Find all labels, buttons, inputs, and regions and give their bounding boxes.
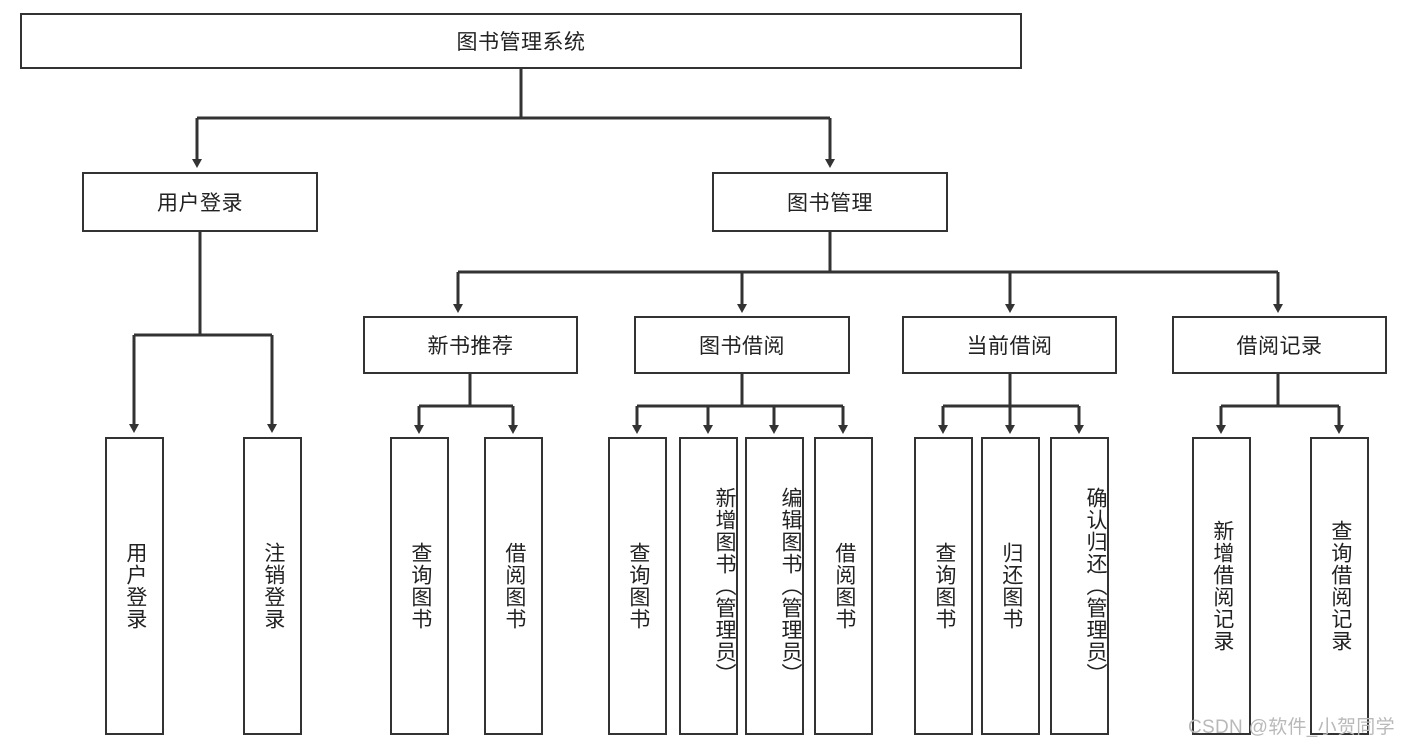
leaf-add-borrow-record[interactable]: 新增借阅记录 xyxy=(1192,437,1251,735)
node-root[interactable]: 图书管理系统 xyxy=(20,13,1022,69)
leaf-borrow-book-label: 借阅图书 xyxy=(832,542,856,630)
leaf-borrow-book[interactable]: 借阅图书 xyxy=(814,437,873,735)
leaf-query-book-current-label: 查询图书 xyxy=(932,542,956,630)
node-book-borrow-label: 图书借阅 xyxy=(699,335,785,358)
leaf-add-book-admin-label: 新增图书（管理员） xyxy=(713,487,736,685)
node-root-label: 图书管理系统 xyxy=(456,31,586,54)
node-borrow-record[interactable]: 借阅记录 xyxy=(1172,316,1387,374)
leaf-borrow-book-recommend[interactable]: 借阅图书 xyxy=(484,437,543,735)
leaf-return-book-label: 归还图书 xyxy=(999,542,1023,630)
leaf-return-book[interactable]: 归还图书 xyxy=(981,437,1040,735)
node-current-borrow-label: 当前借阅 xyxy=(966,335,1053,358)
leaf-logout[interactable]: 注销登录 xyxy=(243,437,302,735)
node-book-management[interactable]: 图书管理 xyxy=(712,172,948,232)
leaf-user-login-label: 用户登录 xyxy=(123,542,147,630)
leaf-query-book-recommend-label: 查询图书 xyxy=(408,542,432,630)
leaf-borrow-book-recommend-label: 借阅图书 xyxy=(502,542,526,630)
leaf-query-borrow-record[interactable]: 查询借阅记录 xyxy=(1310,437,1369,735)
leaf-add-book-admin[interactable]: 新增图书（管理员） xyxy=(679,437,738,735)
node-user-login[interactable]: 用户登录 xyxy=(82,172,318,232)
leaf-query-borrow-record-label: 查询借阅记录 xyxy=(1328,520,1352,652)
leaf-confirm-return-admin-label: 确认归还（管理员） xyxy=(1084,487,1107,685)
leaf-logout-label: 注销登录 xyxy=(261,542,285,630)
node-user-login-label: 用户登录 xyxy=(157,192,243,215)
node-book-management-label: 图书管理 xyxy=(787,192,873,215)
leaf-confirm-return-admin[interactable]: 确认归还（管理员） xyxy=(1050,437,1109,735)
leaf-query-book-recommend[interactable]: 查询图书 xyxy=(390,437,449,735)
watermark: CSDN @软件_小贺同学 xyxy=(1188,717,1395,738)
leaf-query-book-borrow[interactable]: 查询图书 xyxy=(608,437,667,735)
node-new-book-recommend-label: 新书推荐 xyxy=(427,335,514,358)
node-borrow-record-label: 借阅记录 xyxy=(1236,335,1323,358)
node-new-book-recommend[interactable]: 新书推荐 xyxy=(363,316,578,374)
leaf-user-login[interactable]: 用户登录 xyxy=(105,437,164,735)
node-book-borrow[interactable]: 图书借阅 xyxy=(634,316,850,374)
leaf-edit-book-admin-label: 编辑图书（管理员） xyxy=(779,487,802,685)
node-current-borrow[interactable]: 当前借阅 xyxy=(902,316,1117,374)
leaf-query-book-current[interactable]: 查询图书 xyxy=(914,437,973,735)
leaf-query-book-borrow-label: 查询图书 xyxy=(626,542,650,630)
leaf-edit-book-admin[interactable]: 编辑图书（管理员） xyxy=(745,437,804,735)
leaf-add-borrow-record-label: 新增借阅记录 xyxy=(1210,520,1234,652)
